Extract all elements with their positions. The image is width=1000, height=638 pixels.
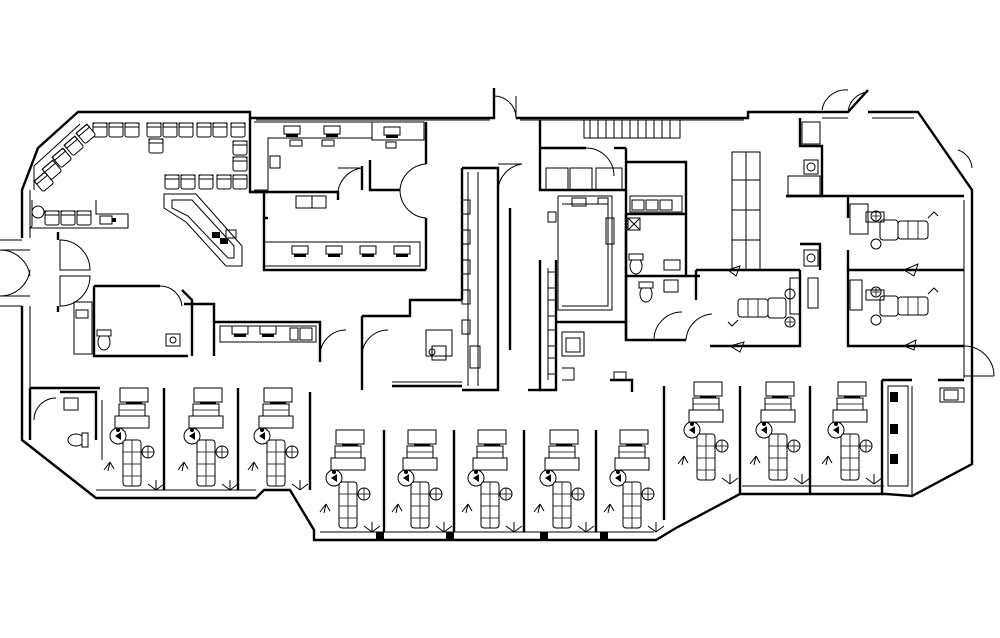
monitor-icon <box>837 381 867 397</box>
monitor-icon <box>693 381 723 397</box>
dental-chair-icon <box>603 445 665 533</box>
entrance-vestibule <box>0 232 91 312</box>
exterior-walls <box>20 88 974 542</box>
operatory-bay <box>461 429 523 533</box>
monitor-icon <box>263 387 293 403</box>
monitor-icon <box>335 429 365 445</box>
operatory-bay <box>677 381 739 485</box>
lockers <box>887 385 965 496</box>
dental-chair-icon <box>533 445 595 533</box>
dental-chair-icon <box>870 210 939 250</box>
waiting-area <box>28 122 248 229</box>
operatory-bay <box>603 429 665 533</box>
dental-chair-icon <box>103 403 165 491</box>
monitor-icon <box>765 381 795 397</box>
dental-chair-icon <box>749 397 811 485</box>
staff-lounge <box>731 89 849 271</box>
dental-chair-icon <box>821 397 883 485</box>
bay-walls <box>28 378 964 532</box>
dental-chair-icon <box>177 403 239 491</box>
operatories-center <box>319 429 665 533</box>
monitor-icon <box>119 387 149 403</box>
dental-chair-icon <box>461 445 523 533</box>
monitor-icon <box>193 387 223 403</box>
dental-chair-icon <box>677 397 739 485</box>
monitor-icon <box>549 429 579 445</box>
operatory-bay <box>247 387 309 491</box>
dental-chair-icon <box>727 288 796 328</box>
monitor-icon <box>477 429 507 445</box>
operatories-left <box>103 387 309 491</box>
operatory-bay <box>821 381 883 485</box>
front-workstations <box>262 218 426 272</box>
private-operatories <box>694 194 964 353</box>
stair-icon <box>538 120 681 148</box>
operatory-bay <box>103 387 165 491</box>
business-office <box>250 121 428 270</box>
operatory-bay <box>391 429 453 533</box>
operatory-bay <box>177 387 239 491</box>
monitor-icon <box>407 429 437 445</box>
lab-cabinets <box>461 199 481 369</box>
operatory-bay <box>319 429 381 533</box>
dental-chair-icon <box>319 445 381 533</box>
operatory-bay <box>533 429 595 533</box>
monitor-icon <box>619 429 649 445</box>
operatories-right <box>677 381 883 485</box>
operatory-bay <box>749 381 811 485</box>
dental-chair-icon <box>870 286 939 326</box>
dental-chair-icon <box>391 445 453 533</box>
restroom-left <box>73 284 462 390</box>
sterilization <box>547 195 615 311</box>
dental-chair-icon <box>247 403 309 491</box>
door-swing-icon <box>493 91 995 377</box>
